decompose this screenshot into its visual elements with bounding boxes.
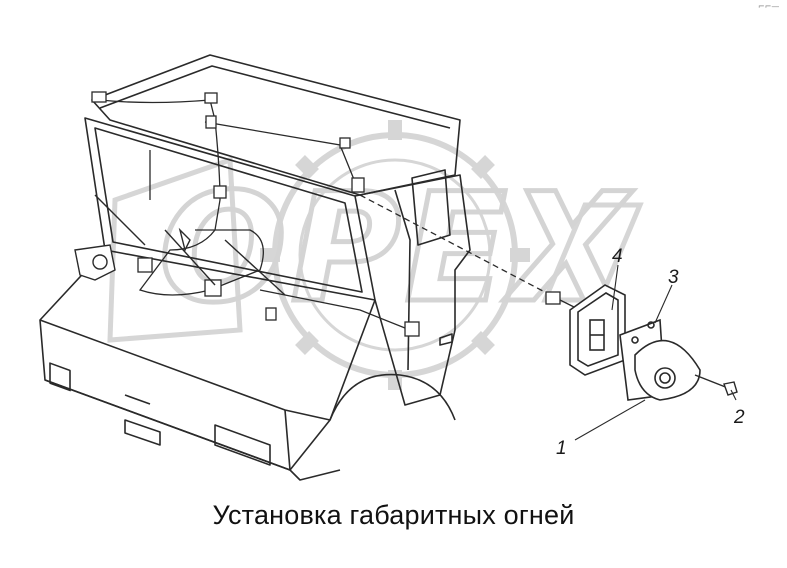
corner-mark: ⌐⌐— xyxy=(758,2,780,11)
diagram-title: Установка габаритных огней xyxy=(212,500,575,530)
watermark-text: OPEX xyxy=(159,162,633,336)
callout-2: 2 xyxy=(734,407,745,428)
wipers xyxy=(74,194,286,296)
callout-1: 1 xyxy=(556,438,567,459)
callout-4: 4 xyxy=(612,246,623,267)
leader-lines xyxy=(574,264,737,441)
harness-connectors xyxy=(91,91,561,337)
callout-3: 3 xyxy=(668,267,679,288)
marker-lamp xyxy=(569,284,626,376)
screw xyxy=(694,374,738,396)
lamp-bracket xyxy=(619,318,701,401)
truck-cab xyxy=(39,54,471,481)
